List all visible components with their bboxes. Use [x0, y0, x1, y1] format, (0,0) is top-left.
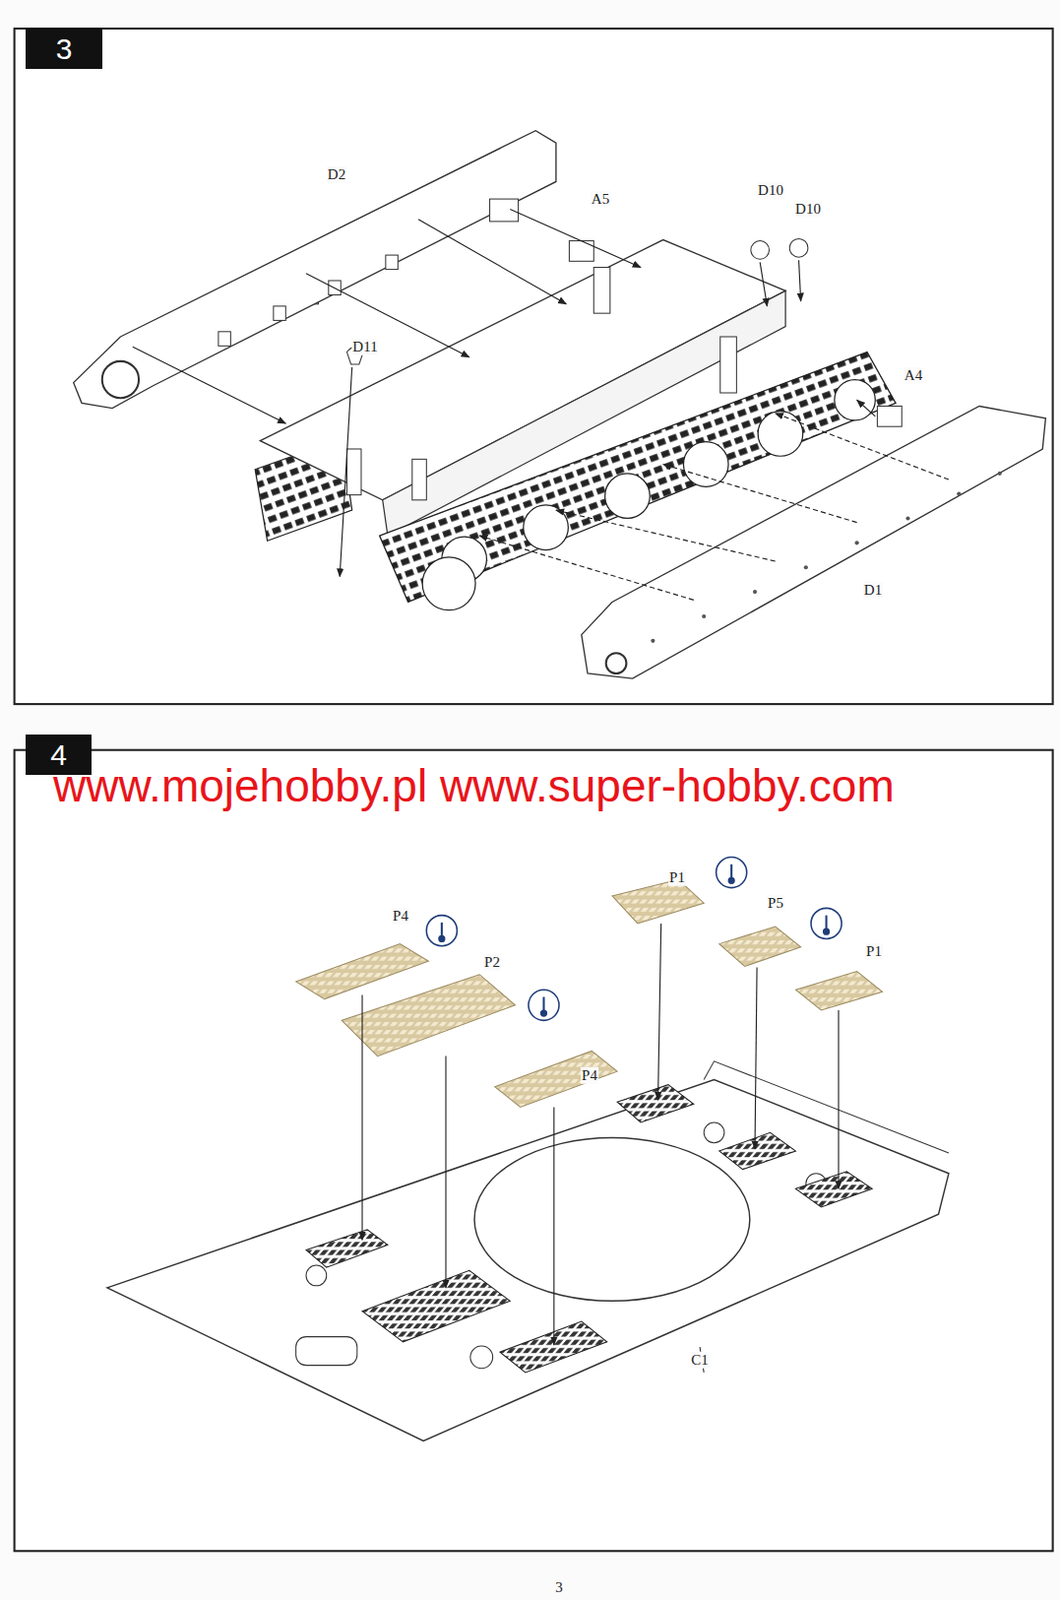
part-label: P4 — [391, 907, 410, 925]
part-label: D1 — [863, 581, 883, 599]
part-label: P1 — [668, 869, 686, 886]
part-label: D10 — [794, 200, 822, 218]
part-label: D11 — [351, 338, 378, 356]
part-label: D10 — [756, 182, 785, 199]
part-label: P2 — [483, 953, 501, 971]
step-number-box: 3 — [25, 28, 103, 69]
part-label: D2 — [326, 166, 347, 184]
part-label: P4 — [580, 1066, 599, 1084]
watermark: www.mojehobby.pl www.super-hobby.com — [53, 762, 895, 809]
part-label: A4 — [903, 367, 924, 384]
part-label: A5 — [590, 190, 611, 208]
step-number: 3 — [56, 34, 73, 64]
page-number: 3 — [554, 1578, 564, 1596]
part-label: P5 — [766, 894, 785, 912]
part-label: P1 — [865, 942, 883, 960]
part-label: C1 — [689, 1351, 710, 1369]
